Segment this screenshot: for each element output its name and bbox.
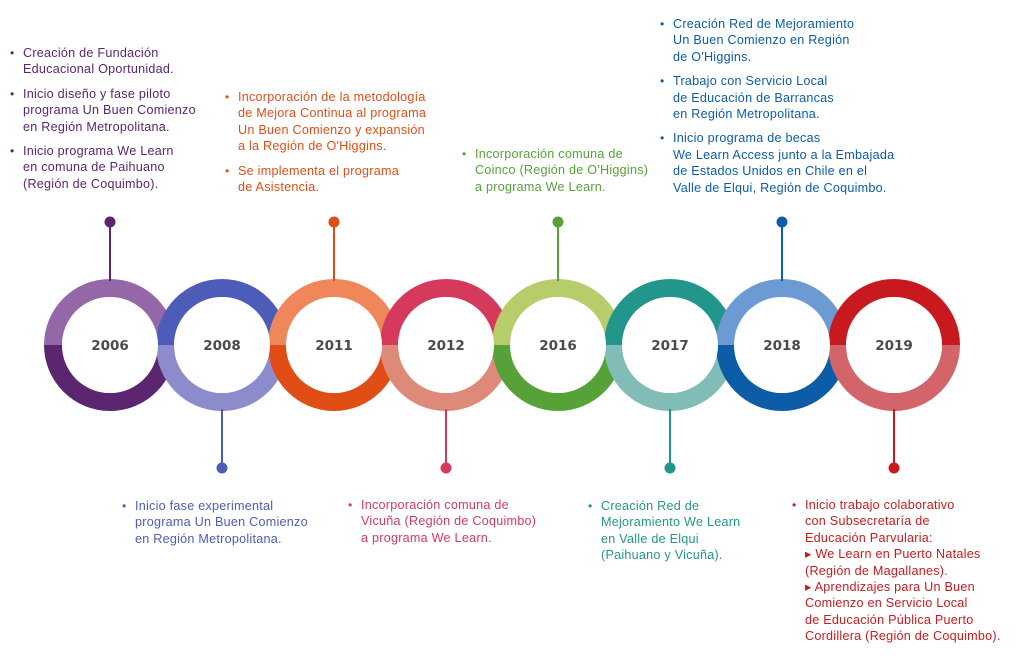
bullet-icon: • — [225, 163, 230, 178]
bullet-icon: • — [462, 147, 467, 161]
bullet-icon: • — [660, 17, 665, 31]
notes-2006: • Creación de Fundación Educacional Oport… — [10, 45, 215, 200]
notes-list-2008: • Inicio fase experimental programa Un Bu… — [122, 498, 332, 547]
ring-hole-2011 — [286, 297, 382, 393]
ring-hole-2012 — [398, 297, 494, 393]
year-label-2006: 2006 — [91, 338, 129, 354]
ring-bottom-2006 — [44, 279, 176, 345]
bullet-icon: • — [10, 86, 15, 101]
bullet-icon: • — [660, 131, 665, 146]
year-label-2008: 2008 — [203, 338, 241, 354]
note-text: Inicio trabajo colaborativo con Subsecre… — [805, 498, 1001, 644]
note-text: Inicio programa de becas We Learn Access… — [673, 131, 895, 195]
note-item: • Inicio programa We Learn en comuna de P… — [10, 143, 215, 192]
bullet-icon: • — [10, 144, 15, 159]
ring-bottom-2017 — [604, 279, 736, 345]
dot-2019 — [888, 462, 900, 474]
ring-bottom-2008 — [156, 279, 288, 345]
ring-top-2008 — [156, 345, 288, 411]
note-text: Inicio fase experimental programa Un Bue… — [135, 499, 308, 546]
note-item: • Inicio trabajo colaborativo con Subsecr… — [792, 497, 1022, 645]
ring-hole-2006 — [62, 297, 158, 393]
note-text: Inicio programa We Learn en comuna de Pa… — [23, 144, 174, 191]
bullet-icon: • — [225, 90, 230, 104]
notes-list-2018: • Creación Red de Mejoramiento Un Buen Co… — [660, 16, 920, 196]
year-label-2011: 2011 — [315, 338, 353, 354]
year-label-2012: 2012 — [427, 338, 465, 354]
dot-2006 — [104, 216, 116, 228]
bullet-icon: • — [10, 46, 15, 60]
notes-list-2012: • Incorporación comuna de Vicuña (Región … — [348, 497, 558, 546]
note-item: • Incorporación comuna de Coinco (Región … — [462, 146, 672, 195]
ring-top-2019 — [828, 345, 960, 411]
year-label-2017: 2017 — [651, 338, 689, 354]
notes-list-2016: • Incorporación comuna de Coinco (Región … — [462, 146, 672, 195]
note-item: • Trabajo con Servicio Local de Educación… — [660, 73, 920, 122]
notes-list-2006: • Creación de Fundación Educacional Oport… — [10, 45, 215, 192]
ring-top-2011 — [268, 345, 400, 411]
ring-bottom-2016 — [492, 279, 624, 345]
ring-hole-2008 — [174, 297, 270, 393]
bullet-icon: • — [588, 499, 593, 513]
note-item: • Creación Red de Mejoramiento We Learn e… — [588, 498, 778, 564]
note-text: Se implementa el programa de Asistencia. — [238, 163, 399, 195]
notes-2008: • Inicio fase experimental programa Un Bu… — [122, 498, 332, 555]
note-item: • Incorporación de la metodología de Mejo… — [225, 89, 450, 155]
ring-hole-2017 — [622, 297, 718, 393]
note-text: Trabajo con Servicio Local de Educación … — [673, 74, 834, 122]
note-text: Creación de Fundación Educacional Oportu… — [23, 46, 174, 77]
notes-2018: • Creación Red de Mejoramiento Un Buen Co… — [660, 16, 920, 204]
notes-list-2019: • Inicio trabajo colaborativo con Subsecr… — [792, 497, 1022, 645]
notes-2019: • Inicio trabajo colaborativo con Subsecr… — [792, 497, 1022, 653]
ring-top-2012 — [380, 345, 512, 411]
rings-group — [44, 279, 960, 411]
ring-bottom-2019 — [828, 279, 960, 345]
ring-top-2018 — [716, 345, 848, 411]
bullet-icon: • — [660, 74, 665, 89]
note-item: • Inicio fase experimental programa Un Bu… — [122, 498, 332, 547]
notes-list-2017: • Creación Red de Mejoramiento We Learn e… — [588, 498, 778, 564]
note-text: Creación Red de Mejoramiento Un Buen Com… — [673, 17, 855, 64]
ring-top-2006 — [44, 345, 176, 411]
dot-2012 — [440, 462, 452, 474]
dot-2008 — [216, 462, 228, 474]
year-label-2016: 2016 — [539, 338, 577, 354]
bullet-icon: • — [348, 498, 353, 512]
note-item: • Inicio diseño y fase piloto programa Un… — [10, 86, 215, 135]
ring-top-2017 — [604, 345, 736, 411]
note-text: Incorporación comuna de Coinco (Región d… — [475, 147, 649, 194]
note-text: Incorporación comuna de Vicuña (Región d… — [361, 498, 537, 545]
note-item: • Creación Red de Mejoramiento Un Buen Co… — [660, 16, 920, 65]
notes-list-2011: • Incorporación de la metodología de Mejo… — [225, 89, 450, 195]
notes-2011: • Incorporación de la metodología de Mejo… — [225, 89, 450, 203]
note-text: Inicio diseño y fase piloto programa Un … — [23, 86, 196, 134]
notes-2016: • Incorporación comuna de Coinco (Región … — [462, 146, 672, 203]
note-item: • Se implementa el programa de Asistencia… — [225, 163, 450, 196]
notes-2017: • Creación Red de Mejoramiento We Learn e… — [588, 498, 778, 572]
ring-bottom-2018 — [716, 279, 848, 345]
note-text: Incorporación de la metodología de Mejor… — [238, 90, 427, 154]
ring-hole-2018 — [734, 297, 830, 393]
notes-2012: • Incorporación comuna de Vicuña (Región … — [348, 497, 558, 554]
note-item: • Inicio programa de becas We Learn Acces… — [660, 130, 920, 196]
ring-hole-2016 — [510, 297, 606, 393]
note-text: Creación Red de Mejoramiento We Learn en… — [601, 499, 741, 563]
ring-bottom-2011 — [268, 279, 400, 345]
dot-2018 — [776, 216, 788, 228]
dot-2017 — [664, 462, 676, 474]
ring-hole-2019 — [846, 297, 942, 393]
bullet-icon: • — [792, 498, 797, 512]
dot-2016 — [552, 216, 564, 228]
ring-bottom-2012 — [380, 279, 512, 345]
year-label-2019: 2019 — [875, 338, 913, 354]
dot-2011 — [328, 216, 340, 228]
note-item: • Incorporación comuna de Vicuña (Región … — [348, 497, 558, 546]
year-label-2018: 2018 — [763, 338, 801, 354]
note-item: • Creación de Fundación Educacional Oport… — [10, 45, 215, 78]
bullet-icon: • — [122, 499, 127, 513]
ring-top-2016 — [492, 345, 624, 411]
